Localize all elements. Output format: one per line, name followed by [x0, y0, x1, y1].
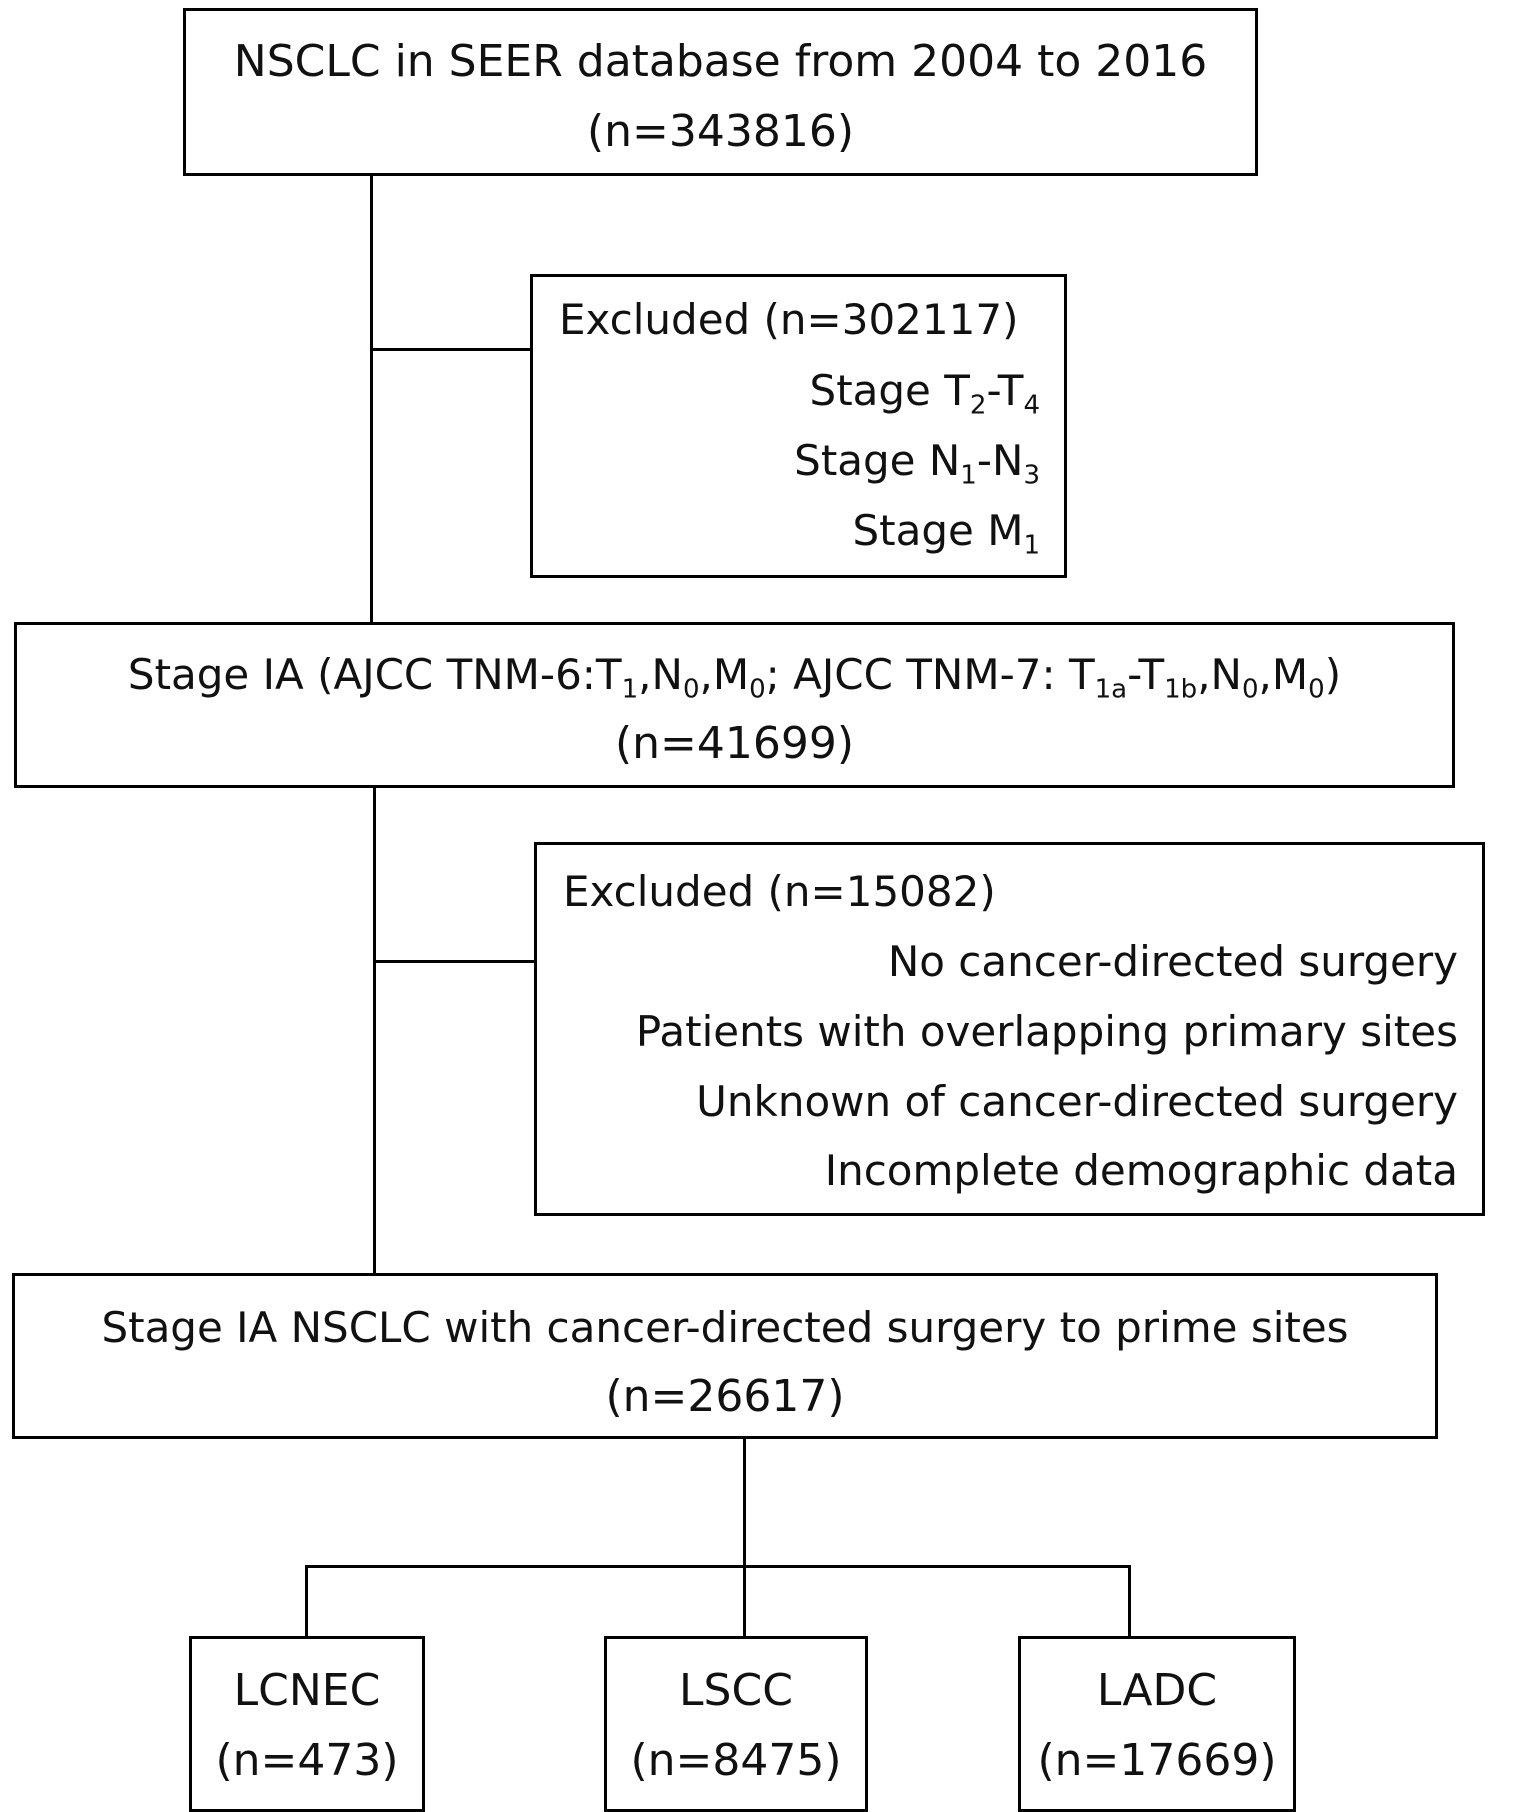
exclusion-1-item-n-stage: Stage N1-N3 [794, 436, 1040, 491]
connector-exclusion-1 [370, 348, 533, 351]
stage-ia-count: (n=41699) [614, 718, 855, 769]
exclusion-1-item-t-stage: Stage T2-T4 [809, 366, 1040, 421]
exclusion-2-item-incomplete-data: Incomplete demographic data [824, 1146, 1458, 1195]
group-lscc-name: LSCC [679, 1665, 793, 1716]
connector-exclusion-2 [373, 960, 536, 963]
source-population-box: NSCLC in SEER database from 2004 to 2016… [183, 8, 1258, 176]
group-lcnec-count: (n=473) [215, 1735, 399, 1786]
surgery-cohort-count: (n=26617) [605, 1371, 845, 1422]
source-population-title: NSCLC in SEER database from 2004 to 2016 [233, 36, 1208, 87]
exclusion-box-2: Excluded (n=15082) No cancer-directed su… [534, 842, 1485, 1216]
group-box-lscc: LSCC (n=8475) [604, 1636, 868, 1812]
surgery-cohort-title: Stage IA NSCLC with cancer-directed surg… [101, 1303, 1349, 1352]
connector-branch-lcnec [305, 1565, 308, 1638]
group-ladc-name: LADC [1096, 1665, 1218, 1716]
stage-ia-criteria: Stage IA (AJCC TNM-6:T1,N0,M0; AJCC TNM-… [127, 650, 1342, 705]
exclusion-1-item-m-stage: Stage M1 [852, 506, 1040, 561]
group-box-lcnec: LCNEC (n=473) [189, 1636, 425, 1812]
source-population-count: (n=343816) [586, 106, 855, 157]
connector-split-stem [743, 1437, 746, 1638]
exclusion-2-item-no-surgery: No cancer-directed surgery [887, 937, 1458, 986]
surgery-cohort-box: Stage IA NSCLC with cancer-directed surg… [12, 1273, 1438, 1439]
exclusion-2-title: Excluded (n=15082) [563, 867, 996, 916]
connector-main-1 [370, 174, 373, 624]
exclusion-2-item-unknown-surgery: Unknown of cancer-directed surgery [696, 1077, 1458, 1126]
connector-split-bar [305, 1565, 1131, 1568]
group-lcnec-name: LCNEC [233, 1665, 381, 1716]
stage-ia-box: Stage IA (AJCC TNM-6:T1,N0,M0; AJCC TNM-… [14, 622, 1455, 788]
exclusion-1-title: Excluded (n=302117) [559, 295, 1019, 344]
exclusion-box-1: Excluded (n=302117) Stage T2-T4 Stage N1… [530, 274, 1067, 578]
group-lscc-count: (n=8475) [630, 1735, 842, 1786]
connector-branch-ladc [1128, 1565, 1131, 1638]
group-ladc-count: (n=17669) [1037, 1735, 1277, 1786]
exclusion-2-item-overlapping-sites: Patients with overlapping primary sites [635, 1007, 1458, 1056]
group-box-ladc: LADC (n=17669) [1018, 1636, 1296, 1812]
connector-main-2 [373, 786, 376, 1275]
connector-branch-lscc [743, 1565, 746, 1638]
